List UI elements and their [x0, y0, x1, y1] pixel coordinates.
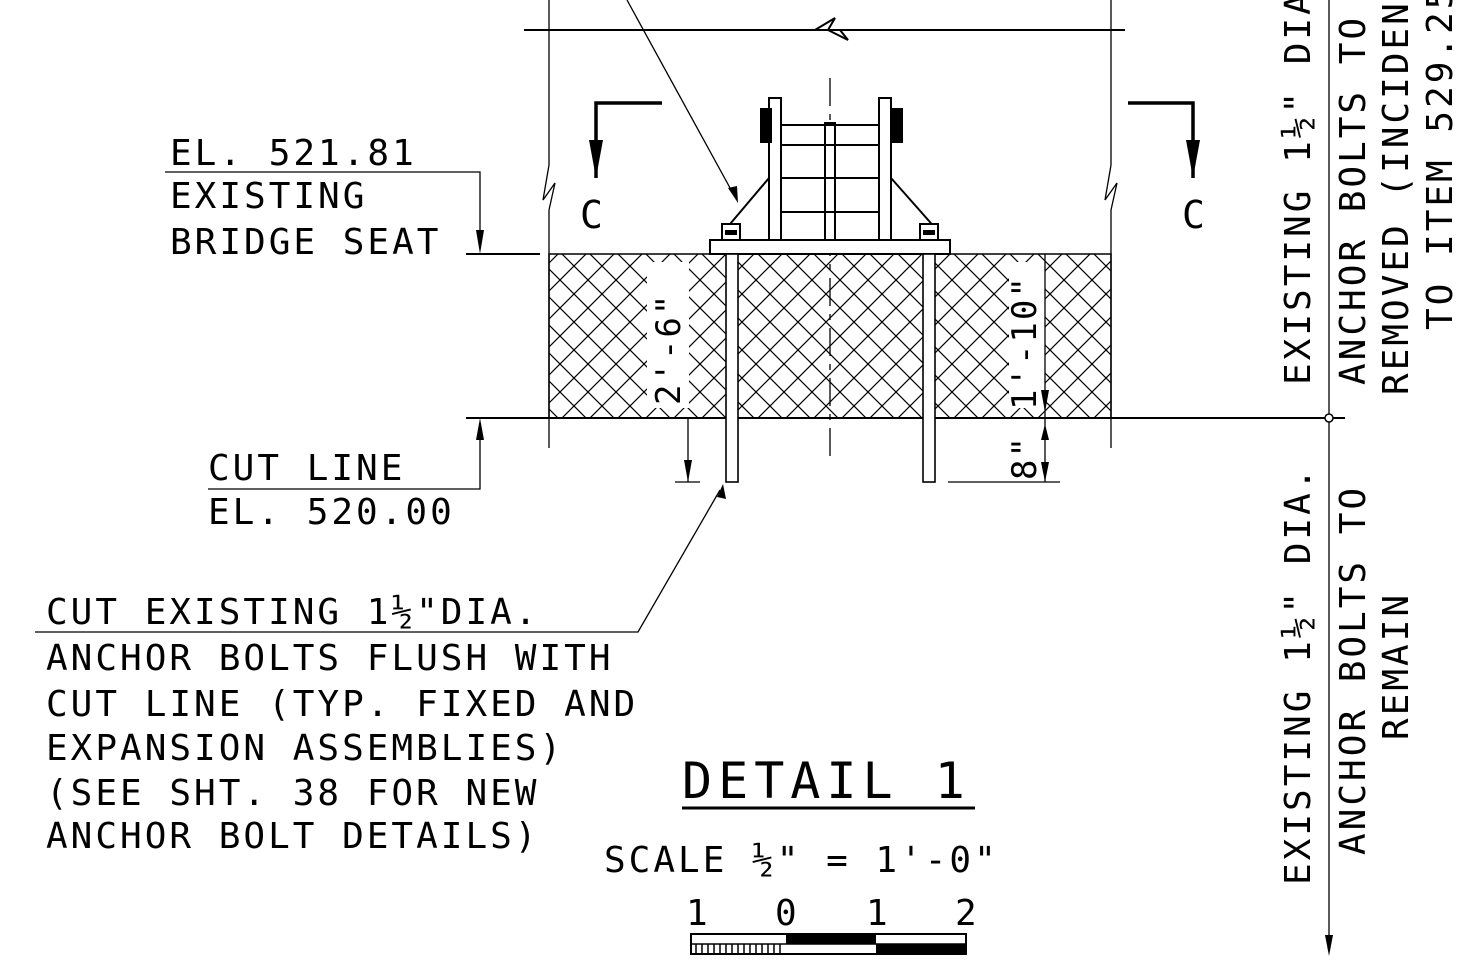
- cut-anchor-bolts-note: CUT EXISTING 1½"DIA. ANCHOR BOLTS FLUSH …: [46, 592, 638, 857]
- elevation-value: EL. 521.81: [170, 133, 417, 174]
- dimension-2ft-6in: 2'-6": [649, 293, 689, 405]
- detail-scale: SCALE ½" = 1'-0": [604, 840, 999, 881]
- scale-label-2: 2: [955, 893, 980, 934]
- cut-line-note: CUT LINE EL. 520.00: [208, 448, 455, 533]
- section-label-right: C: [1182, 193, 1205, 237]
- cut-line-elevation: EL. 520.00: [208, 492, 455, 533]
- removed-note-line-4: TO ITEM 529.25): [1420, 0, 1459, 330]
- note-line-6: ANCHOR BOLT DETAILS): [46, 816, 539, 857]
- outline-lines: [466, 0, 1345, 460]
- note-bolts-to-be-removed: EXISTING 1½" DIA. ANCHOR BOLTS TO BE REM…: [1278, 0, 1459, 395]
- elevation-label-existing: EXISTING: [170, 176, 367, 217]
- remain-note-line-2: ANCHOR BOLTS TO: [1333, 485, 1374, 855]
- graphic-scale-bar: 1 0 1 2: [686, 893, 980, 955]
- removed-note-line-3: REMOVED (INCIDENTAL: [1376, 0, 1417, 395]
- note-line-3: CUT LINE (TYP. FIXED AND: [46, 684, 638, 725]
- section-arrow-left: C: [580, 101, 662, 237]
- remain-note-line-3: REMAIN: [1376, 592, 1417, 740]
- right-side-notes: EXISTING 1½" DIA. ANCHOR BOLTS TO BE REM…: [1278, 0, 1459, 956]
- note-line-5: (SEE SHT. 38 FOR NEW: [46, 773, 539, 814]
- dimension-1ft-10in: 1'-10": [1005, 275, 1045, 410]
- note-line-4: EXPANSION ASSEMBLIES): [46, 728, 564, 769]
- elevation-note: EL. 521.81 EXISTING BRIDGE SEAT: [170, 133, 441, 263]
- leader-lines: [35, 0, 1060, 633]
- note-line-1: CUT EXISTING 1½"DIA.: [46, 592, 539, 633]
- cut-line-label: CUT LINE: [208, 448, 405, 489]
- dimension-8in: 8": [1005, 435, 1045, 480]
- note-line-2: ANCHOR BOLTS FLUSH WITH: [46, 638, 614, 679]
- bearing-assembly: [709, 97, 951, 483]
- section-arrow-right: C: [1128, 101, 1205, 237]
- removed-note-line-1: EXISTING 1½" DIA.: [1278, 0, 1319, 385]
- scale-label-1b: 1: [866, 893, 891, 934]
- detail-title: DETAIL 1: [682, 752, 971, 810]
- detail-title-block: DETAIL 1 SCALE ½" = 1'-0": [604, 752, 999, 881]
- section-label-left: C: [580, 193, 603, 237]
- remain-note-line-1: EXISTING 1½" DIA.: [1278, 466, 1319, 885]
- scale-label-0: 0: [775, 893, 800, 934]
- removed-note-line-2: ANCHOR BOLTS TO BE: [1333, 0, 1374, 385]
- note-bolts-to-remain: EXISTING 1½" DIA. ANCHOR BOLTS TO REMAIN: [1278, 466, 1417, 885]
- elevation-label-bridge-seat: BRIDGE SEAT: [170, 222, 441, 263]
- dimensions: 2'-6" 1'-10" 8": [649, 275, 1045, 480]
- scale-label-1: 1: [686, 893, 711, 934]
